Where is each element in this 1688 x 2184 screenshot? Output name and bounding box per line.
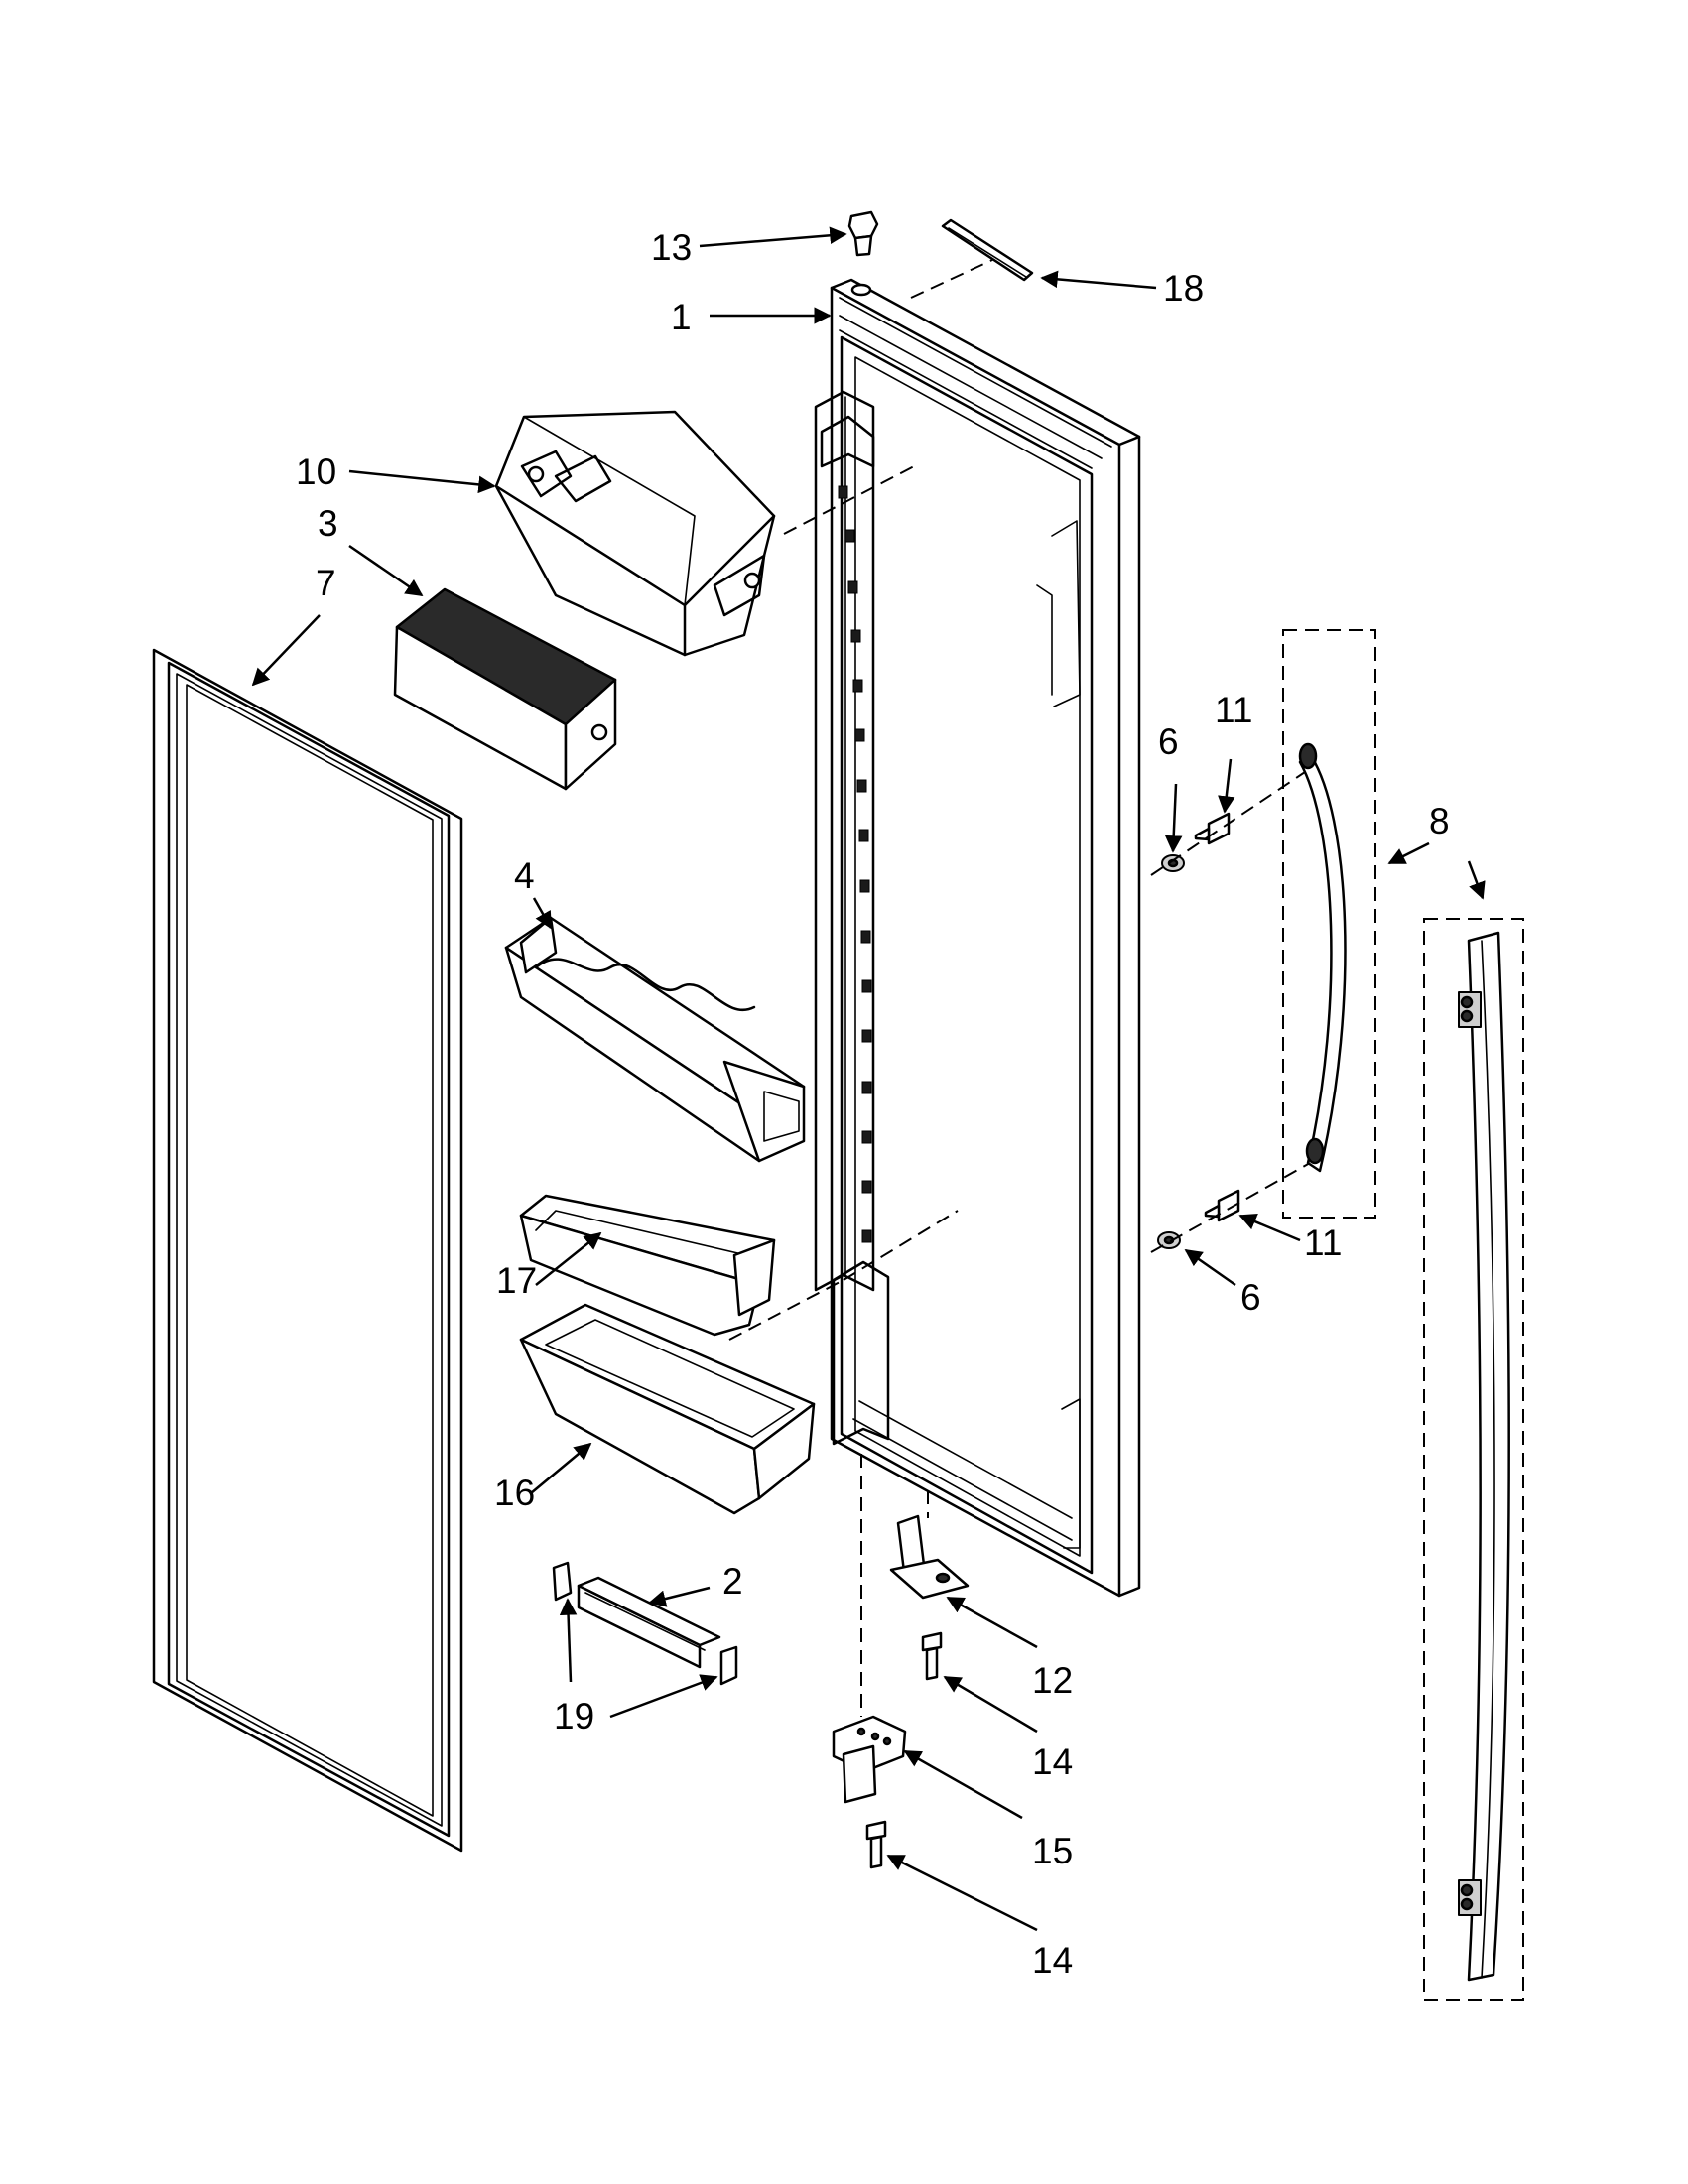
screw-11-top-guide <box>1150 771 1306 876</box>
spacer-part-6-top <box>1161 854 1185 872</box>
door-bin-part-17 <box>519 1194 776 1337</box>
door-rail-slots <box>838 485 872 1243</box>
screw-part-14-lower <box>865 1820 887 1869</box>
hinge-plate-part-15 <box>832 1715 907 1804</box>
screw-11-bottom-guide <box>1150 1162 1311 1253</box>
cap-part-13 <box>847 210 879 257</box>
callout-15: 15 <box>1032 1831 1073 1871</box>
callout-10: 10 <box>296 451 336 492</box>
callout-11-bottom: 11 <box>1304 1222 1342 1263</box>
screw-part-14-upper <box>921 1631 943 1681</box>
plate-part-18 <box>941 218 1034 282</box>
callout-7: 7 <box>316 563 336 603</box>
leader-lines <box>251 226 1486 1932</box>
end-cap-part-19-right <box>719 1645 738 1686</box>
callout-14-upper: 14 <box>1032 1741 1073 1782</box>
callout-1: 1 <box>671 297 692 337</box>
end-cap-part-19-left <box>552 1561 573 1602</box>
callout-19: 19 <box>554 1696 594 1736</box>
dairy-bin-part-10 <box>494 410 776 657</box>
callout-8: 8 <box>1429 801 1450 841</box>
callout-18: 18 <box>1163 268 1204 309</box>
callout-3: 3 <box>318 503 338 544</box>
door-liner-part-1 <box>814 278 1141 1598</box>
callout-6-top: 6 <box>1158 721 1179 762</box>
handle-bracket <box>1298 742 1347 1173</box>
callout-17: 17 <box>496 1260 537 1301</box>
callout-4: 4 <box>514 855 535 896</box>
door-gasket-part-7 <box>152 648 463 1853</box>
callout-6-bottom: 6 <box>1240 1277 1261 1318</box>
handle-outline-frame <box>1423 918 1524 2001</box>
handle-hardware-frame <box>1282 629 1376 1219</box>
trim-part-2 <box>577 1576 721 1669</box>
callout-14-lower: 14 <box>1032 1940 1073 1981</box>
screw-part-11-top <box>1194 812 1231 845</box>
bin-17-guide <box>843 1210 959 1281</box>
hinge-part-12 <box>889 1514 970 1600</box>
plate-18-guide <box>910 259 993 299</box>
dairy-door-part-3 <box>393 587 617 791</box>
bin-10-guide <box>783 463 919 535</box>
callout-16: 16 <box>494 1473 535 1513</box>
large-door-bin-part-16 <box>519 1303 816 1515</box>
callout-13: 13 <box>651 227 692 268</box>
screw-part-11-bottom <box>1204 1189 1240 1222</box>
can-rack-part-4 <box>504 916 806 1163</box>
door-handle-part-8 <box>1458 931 1510 1982</box>
callout-2: 2 <box>722 1561 743 1602</box>
callout-11-top: 11 <box>1215 690 1252 730</box>
callout-12: 12 <box>1032 1660 1073 1701</box>
